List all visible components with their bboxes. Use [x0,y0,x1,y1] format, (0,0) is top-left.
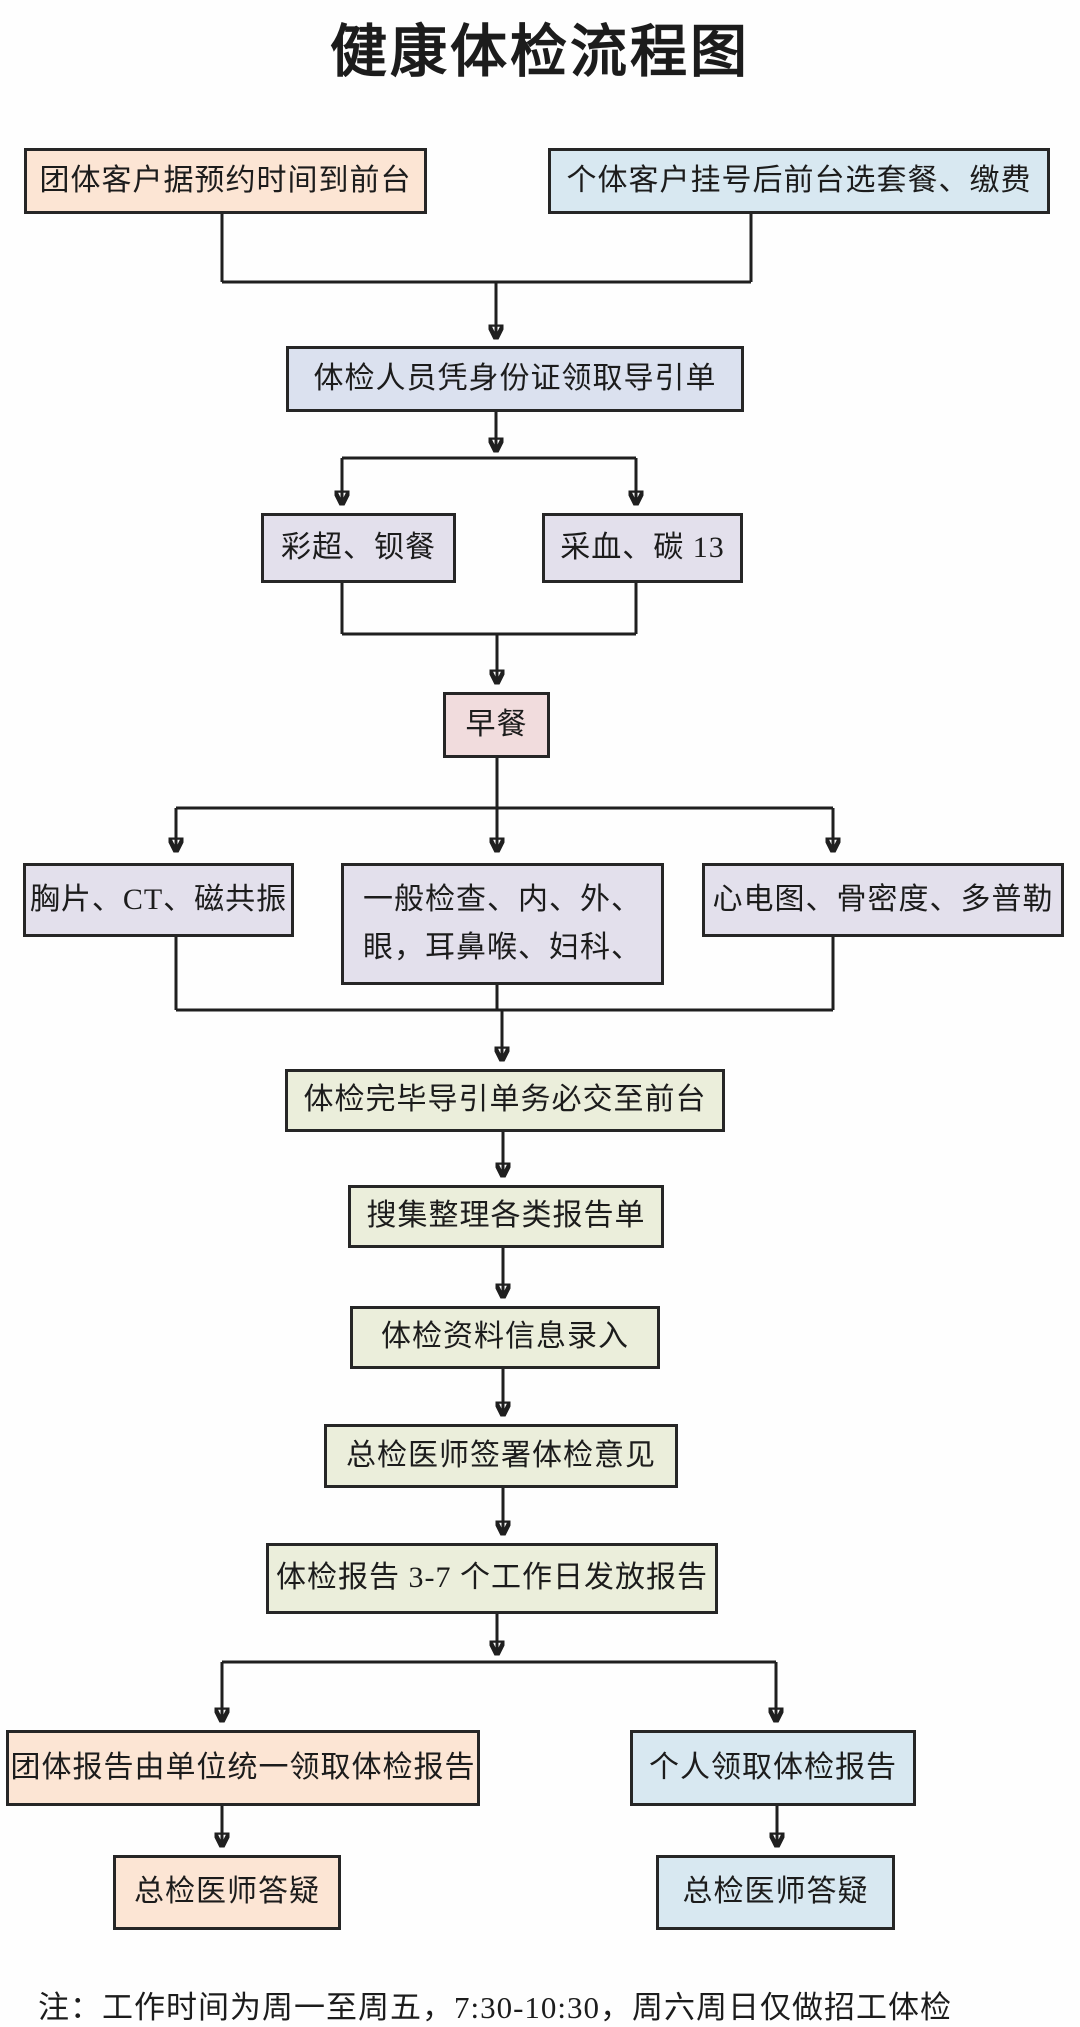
node-ecg-bone-doppler: 心电图、骨密度、多普勒 [702,863,1064,937]
node-ultrasound-barium: 彩超、钡餐 [261,513,456,583]
node-chief-sign-opinion: 总检医师签署体检意见 [324,1424,678,1488]
node-xray-ct-mri: 胸片、CT、磁共振 [23,863,294,937]
note-text: 注：工作时间为周一至周五，7:30-10:30，周六周日仅做招工体检 [38,1990,953,2025]
node-blood-carbon13: 采血、碳 13 [542,513,743,583]
node-get-guide-sheet: 体检人员凭身份证领取导引单 [286,346,744,412]
node-breakfast: 早餐 [443,692,550,758]
node-return-guide-sheet: 体检完毕导引单务必交至前台 [285,1069,725,1132]
node-group-arrival: 团体客户据预约时间到前台 [24,148,427,214]
node-group-report-pickup: 团体报告由单位统一领取体检报告 [6,1730,480,1806]
node-data-entry: 体检资料信息录入 [350,1306,660,1369]
node-general-exam: 一般检查、内、外、 眼，耳鼻喉、妇科、 [341,863,664,985]
node-qa-left: 总检医师答疑 [113,1855,341,1930]
node-personal-report-pickup: 个人领取体检报告 [630,1730,916,1806]
flowchart-title: 健康体检流程图 [330,21,750,84]
node-report-release: 体检报告 3-7 个工作日发放报告 [266,1543,718,1614]
node-qa-right: 总检医师答疑 [656,1855,895,1930]
node-individual-register: 个体客户挂号后前台选套餐、缴费 [548,148,1050,214]
node-collect-reports: 搜集整理各类报告单 [348,1185,664,1248]
